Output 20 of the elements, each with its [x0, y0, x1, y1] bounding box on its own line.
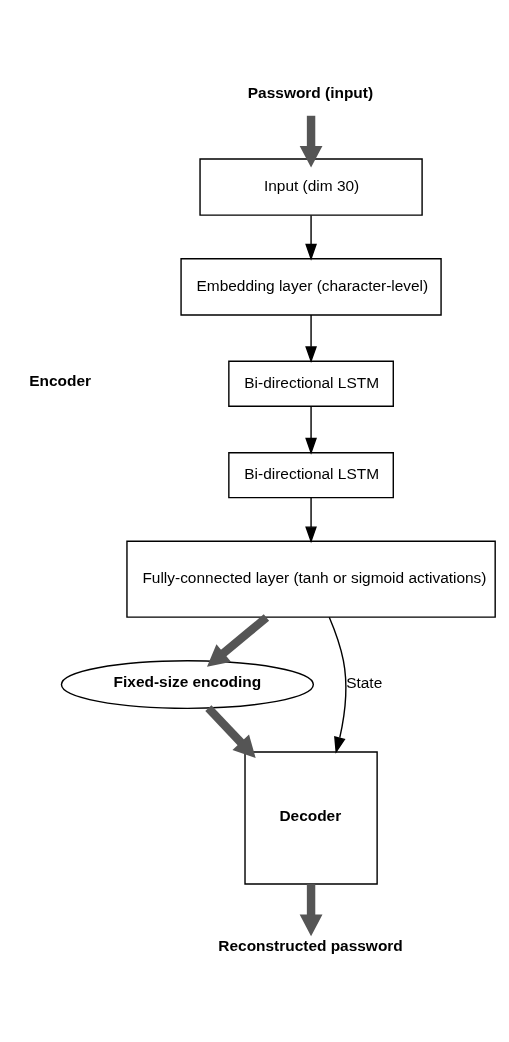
node-box: Embedding layer (character-level) — [180, 257, 442, 316]
arrow — [305, 405, 317, 455]
node-ellipse: Fixed-size encoding — [60, 659, 315, 709]
node-box: Fully-connected layer (tanh or sigmoid activations) — [126, 540, 496, 618]
arrow — [305, 214, 317, 261]
edge-label: State — [346, 673, 383, 691]
node-box: Bi-directional LSTM — [228, 360, 394, 407]
arrow — [305, 496, 317, 543]
arrow — [207, 613, 270, 667]
arrow — [299, 115, 323, 168]
label: Encoder — [29, 371, 92, 389]
arrow — [205, 704, 256, 758]
node-box: Input (dim 30) — [199, 157, 423, 216]
arrow — [299, 883, 323, 936]
arrow — [305, 313, 317, 363]
arrow — [328, 615, 347, 754]
node-text: Password (input) — [247, 83, 374, 101]
node-box: Decoder — [244, 750, 378, 885]
node-text: Reconstructed password — [218, 936, 403, 954]
node-box: Bi-directional LSTM — [228, 451, 394, 498]
